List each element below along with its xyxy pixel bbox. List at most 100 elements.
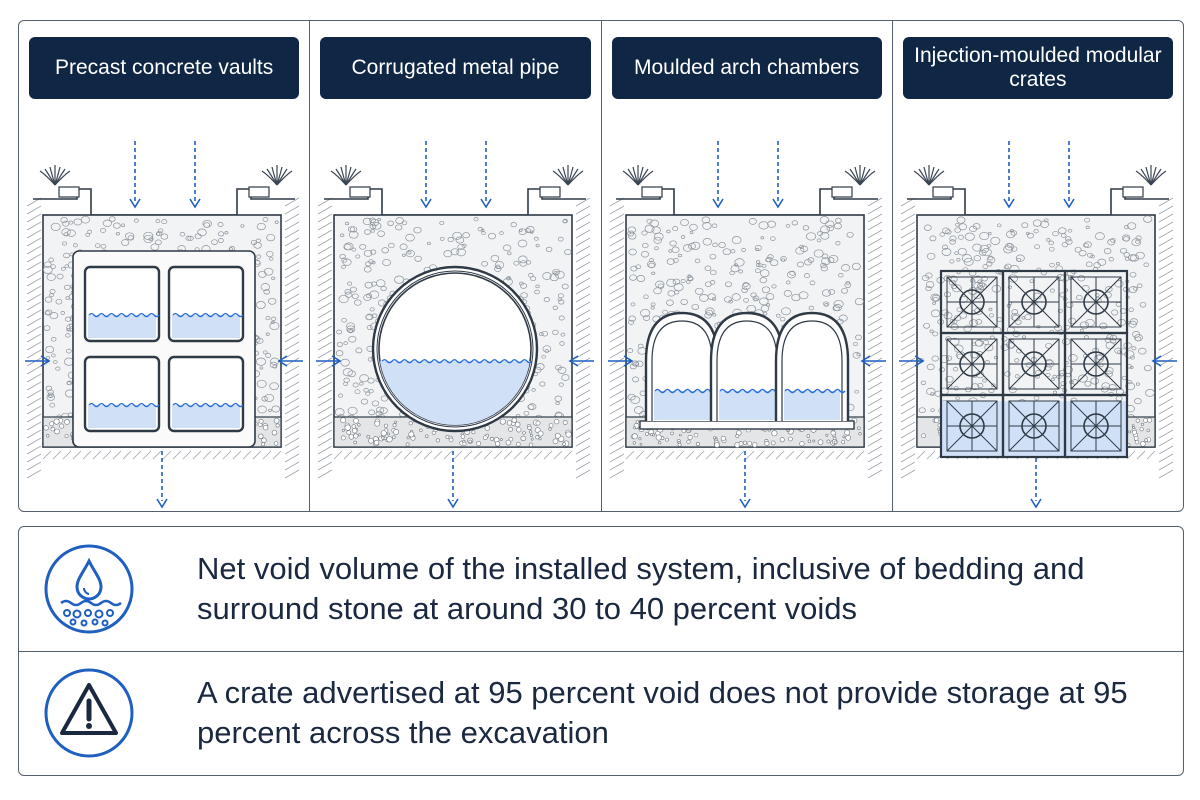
soil-hatch — [1158, 381, 1173, 391]
soil-hatch — [609, 437, 624, 447]
bedding-stone — [637, 437, 641, 441]
soil-hatch — [655, 450, 664, 460]
stone — [380, 395, 389, 402]
stone — [1117, 318, 1126, 326]
stone — [929, 329, 934, 333]
warning-icon — [44, 668, 134, 758]
stone — [769, 236, 776, 241]
soil-hatch — [373, 450, 383, 460]
bedding-stone — [857, 432, 862, 436]
soil-hatch — [665, 450, 674, 460]
stone — [336, 350, 344, 357]
soil-hatch — [576, 197, 591, 207]
stone — [520, 292, 529, 299]
bedding-stone — [262, 424, 269, 431]
stone — [337, 341, 344, 348]
stone — [488, 232, 497, 240]
stone — [155, 219, 161, 224]
soil-hatch — [403, 450, 413, 460]
stone — [943, 274, 952, 282]
soil-hatch — [132, 450, 142, 460]
stone — [402, 253, 407, 257]
soil-hatch — [900, 405, 915, 415]
soil-hatch — [318, 309, 333, 319]
arrow-head — [1030, 498, 1042, 509]
stone — [203, 222, 211, 228]
stone — [1123, 252, 1130, 258]
stone — [350, 226, 358, 233]
curb-stone — [349, 186, 371, 198]
bedding-stone — [677, 442, 682, 447]
soil-hatch — [1158, 277, 1173, 287]
stone — [1134, 336, 1142, 342]
stone — [355, 347, 363, 354]
stone — [42, 265, 53, 274]
arrow-head — [568, 355, 579, 367]
bedding-stone — [340, 417, 347, 424]
stone — [731, 293, 741, 301]
soil-hatch — [26, 261, 42, 271]
soil-hatch — [26, 285, 42, 295]
stone — [45, 355, 51, 360]
soil-hatch — [900, 269, 915, 279]
stone — [955, 396, 960, 401]
stone — [641, 242, 649, 249]
stone — [759, 277, 767, 284]
soil-hatch — [609, 317, 624, 327]
stone — [626, 230, 634, 237]
stone — [503, 244, 512, 252]
stone — [629, 395, 640, 404]
stone — [363, 388, 369, 393]
stone — [1077, 275, 1085, 282]
stone — [341, 264, 347, 269]
water-surface — [381, 358, 533, 364]
soil-hatch — [284, 221, 300, 231]
stone — [1015, 254, 1025, 262]
soil-hatch — [26, 357, 42, 367]
stone — [650, 271, 655, 275]
stone — [807, 257, 814, 263]
stone — [1050, 377, 1055, 382]
soil-hatch — [1158, 269, 1173, 279]
stone — [832, 304, 842, 312]
soil-hatch — [1158, 413, 1173, 423]
stone — [211, 239, 218, 245]
stone — [72, 243, 78, 248]
water-fill — [172, 315, 240, 338]
panel-title: Injection-moulded modular crates — [902, 37, 1173, 99]
stone — [561, 374, 570, 381]
stone — [990, 383, 996, 388]
soil-hatch — [443, 450, 453, 460]
bedding-stone — [408, 431, 415, 438]
soil-hatch — [900, 389, 915, 399]
water-surface — [88, 402, 160, 408]
stone — [369, 217, 376, 223]
soil-hatch — [609, 213, 624, 223]
stone — [1049, 262, 1055, 268]
soil-hatch — [609, 357, 624, 367]
arrow-head — [859, 355, 870, 367]
stone — [644, 224, 655, 233]
bedding-stone — [933, 417, 940, 424]
bedding-stone — [515, 421, 521, 428]
stone — [1099, 322, 1108, 330]
soil-hatch — [609, 261, 624, 271]
soil-hatch — [900, 421, 915, 431]
arrow-head — [420, 198, 432, 209]
stone — [127, 235, 134, 241]
stone — [525, 228, 531, 233]
stone — [636, 275, 645, 282]
soil-hatch — [284, 429, 300, 439]
stone — [982, 264, 988, 269]
soil-hatch — [1158, 389, 1173, 399]
stone — [1126, 222, 1136, 230]
soil-hatch — [26, 397, 42, 407]
stone — [709, 253, 716, 260]
stone — [381, 247, 390, 254]
soil-hatch — [284, 389, 300, 399]
soil-hatch — [576, 389, 591, 399]
soil-hatch — [609, 253, 624, 263]
stone — [564, 249, 572, 256]
soil-hatch — [26, 341, 42, 351]
soil-hatch — [916, 450, 926, 460]
